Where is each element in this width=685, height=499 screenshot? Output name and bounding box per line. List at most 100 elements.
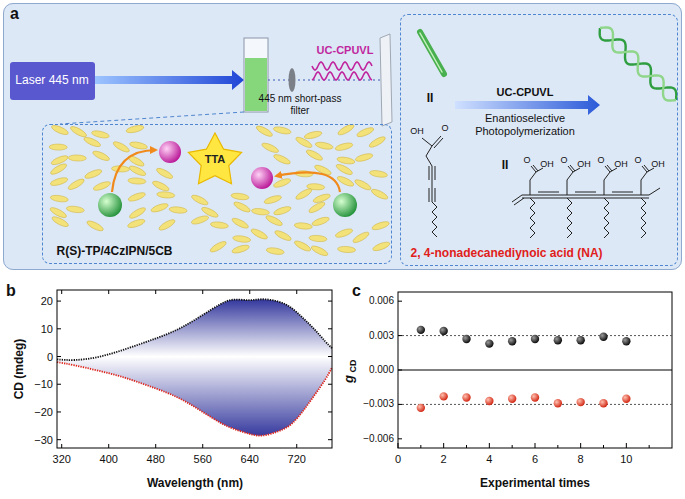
gcd-point-s (531, 393, 539, 401)
lc-molecule (273, 153, 292, 166)
lc-molecule (368, 135, 387, 149)
zoom-box: R(S)-TP/4CzIPN/5CBTTA (42, 124, 392, 264)
tick-mark (57, 356, 61, 357)
bond (530, 172, 536, 195)
lc-molecule (370, 187, 389, 200)
lc-molecule (158, 218, 177, 232)
annihilator-sphere (251, 167, 273, 189)
gcd-point-s (554, 399, 562, 407)
bond (531, 166, 536, 172)
tick-label: 640 (241, 453, 259, 466)
bond (575, 192, 596, 193)
atom-label: O (441, 123, 448, 133)
lc-molecule (255, 124, 274, 138)
tick-label: −10 (34, 378, 53, 391)
atom-label: OH (651, 159, 665, 169)
arrow-label: UC-CPUVL (497, 86, 554, 99)
lc-molecule (356, 126, 375, 139)
lc-molecule (335, 227, 354, 239)
cpl-wave (312, 62, 372, 70)
lc-molecule (157, 191, 175, 199)
panel-letter: b (6, 282, 16, 300)
tick-mark (296, 444, 297, 448)
lc-molecule (273, 126, 292, 136)
gcd-point-s (508, 394, 516, 402)
bond (538, 192, 559, 193)
lc-molecule (86, 219, 105, 233)
lc-molecule (66, 205, 85, 213)
node-text: 2, 4-nonadecanediynoic acid (NA) (411, 247, 603, 261)
gcd-point-s (576, 398, 584, 406)
lc-molecule (126, 124, 145, 134)
bond (538, 195, 559, 196)
axis-title: Experimental times (480, 477, 590, 491)
node-text: TTA (205, 153, 226, 166)
chirality-mark: II (502, 159, 509, 173)
gcd-point-r (508, 337, 516, 345)
lc-molecule (231, 216, 250, 230)
atom-label: O (523, 155, 530, 165)
tick-mark (328, 328, 332, 329)
lc-molecule (233, 200, 252, 214)
mean-guide (398, 404, 672, 405)
lc-molecule (308, 200, 327, 214)
tick-mark (535, 443, 536, 448)
gcd-point-s (417, 404, 425, 412)
quartz-plate (380, 34, 392, 126)
axis-subscript: CD (348, 360, 358, 373)
atom-label: O (597, 155, 604, 165)
axis-title: g (342, 375, 357, 383)
gcd-point-r (462, 335, 470, 343)
panel-letter: c (352, 282, 361, 300)
polymer-helix (600, 28, 677, 100)
tick-mark (61, 444, 62, 448)
tick-mark (328, 411, 332, 412)
bond (432, 202, 437, 237)
gcd-point-s (485, 397, 493, 405)
minor-tick (512, 445, 513, 448)
star-shape (188, 133, 241, 184)
lc-molecule (50, 124, 69, 137)
lc-molecule (112, 140, 131, 154)
tick-label: 0 (47, 350, 53, 363)
lc-molecule (273, 177, 292, 189)
lc-molecule (337, 123, 356, 137)
lc-molecule (190, 193, 209, 206)
bond (612, 198, 633, 199)
bond (604, 172, 610, 195)
tick-mark (398, 370, 402, 371)
polymer-helix (600, 27, 676, 100)
lc-molecule (151, 179, 170, 192)
tick-mark (398, 443, 399, 448)
gcd-point-r (622, 337, 630, 345)
minor-tick (557, 445, 558, 448)
lc-molecule (309, 235, 327, 243)
lc-molecule (251, 208, 270, 216)
node-text: a (10, 5, 19, 23)
tick-mark (398, 404, 402, 405)
gcd-point-r (576, 336, 584, 344)
lc-molecule (51, 215, 70, 229)
atom-label: O (634, 155, 641, 165)
lc-molecule (293, 239, 312, 253)
axis-title: Wavelength (nm) (147, 477, 243, 491)
tick-mark (155, 444, 156, 448)
atom-label: OH (540, 159, 554, 169)
lc-molecule (310, 244, 329, 257)
bond (649, 188, 660, 195)
lc-molecule (295, 187, 314, 201)
lc-molecule (127, 218, 146, 229)
monomer-rod (420, 32, 444, 74)
cd-curve-s (57, 362, 332, 436)
laser-beam (95, 70, 244, 90)
lc-molecule (191, 214, 210, 225)
lc-molecule (305, 148, 324, 162)
tick-label: 6 (532, 453, 538, 466)
cd-fill (57, 299, 332, 435)
bond (641, 172, 647, 195)
minor-tick (649, 445, 650, 448)
plot-frame (398, 292, 672, 448)
tick-mark (61, 290, 62, 294)
lc-molecule (169, 206, 188, 214)
